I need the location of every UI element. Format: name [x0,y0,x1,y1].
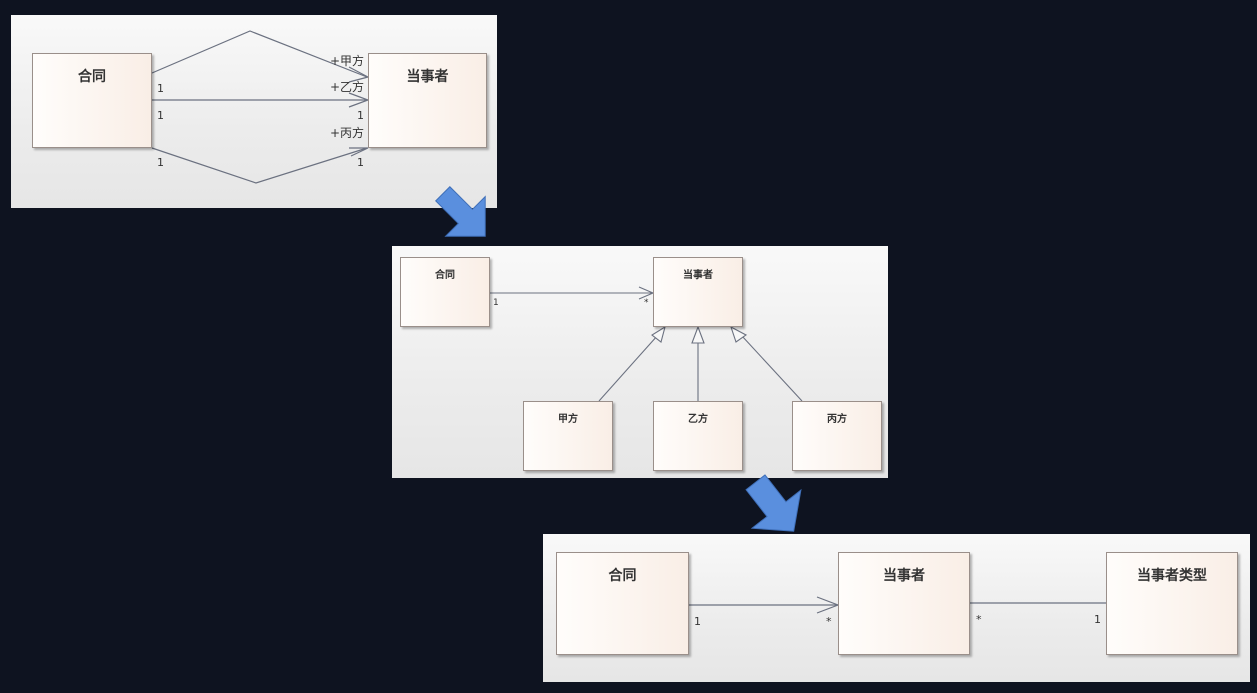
role-label-yifang: +乙方 [330,80,365,94]
association-line-bingfang [151,147,368,184]
class-party-label: 当事者 [406,69,449,85]
class-bingfang[interactable]: 丙方 [792,401,882,471]
transition-arrow-icon [435,186,486,237]
class-contract[interactable]: 合同 [400,257,490,327]
generalization-line-bingfang [741,335,803,402]
multiplicity-label: 1 [1094,613,1101,626]
association-arrowhead-bingfang [349,147,369,157]
diagram-1-connectors [151,30,370,184]
diagram-2-connectors [490,286,803,402]
class-contract-label: 合同 [608,568,637,584]
class-bingfang-label: 丙方 [827,414,847,425]
multiplicity-label: 1 [157,109,164,122]
class-party[interactable]: 当事者 [838,552,970,655]
class-party-label: 当事者 [683,270,713,281]
diagram-panel-3: 合同 当事者 当事者类型 1 * * 1 [543,534,1250,682]
diagram-panel-1: 合同 当事者 +甲方 +乙方 +丙方 1 1 1 1 1 [11,15,497,208]
class-party-type-label: 当事者类型 [1137,568,1207,584]
role-label-jiafang: +甲方 [330,54,365,68]
multiplicity-label: * [644,298,649,308]
class-yifang[interactable]: 乙方 [653,401,743,471]
multiplicity-label: 1 [157,156,164,169]
role-label-bingfang: +丙方 [330,126,365,140]
diagram-panel-2: 合同 当事者 甲方 乙方 丙方 1 * [392,246,888,478]
multiplicity-label: 1 [493,298,499,308]
class-contract[interactable]: 合同 [556,552,689,655]
class-party-type[interactable]: 当事者类型 [1106,552,1238,655]
class-jiafang[interactable]: 甲方 [523,401,613,471]
association-line-jiafang [151,30,368,78]
multiplicity-label: 1 [357,156,364,169]
multiplicity-label: 1 [157,82,164,95]
transition-arrow-icon [745,474,802,532]
multiplicity-label: * [976,613,982,626]
generalization-arrowhead [691,325,705,344]
generalization-arrowhead [730,325,748,343]
class-contract-label: 合同 [78,69,106,85]
generalization-arrowhead [651,325,666,343]
class-party[interactable]: 当事者 [368,53,487,148]
multiplicity-label: 1 [694,615,701,628]
class-jiafang-label: 甲方 [558,414,578,425]
class-contract[interactable]: 合同 [32,53,152,148]
class-party-label: 当事者 [883,568,925,584]
class-contract-label: 合同 [435,270,455,281]
generalization-line-jiafang [598,334,659,402]
class-party[interactable]: 当事者 [653,257,743,327]
multiplicity-label: * [826,615,832,628]
class-yifang-label: 乙方 [688,414,708,425]
multiplicity-label: 1 [357,109,364,122]
